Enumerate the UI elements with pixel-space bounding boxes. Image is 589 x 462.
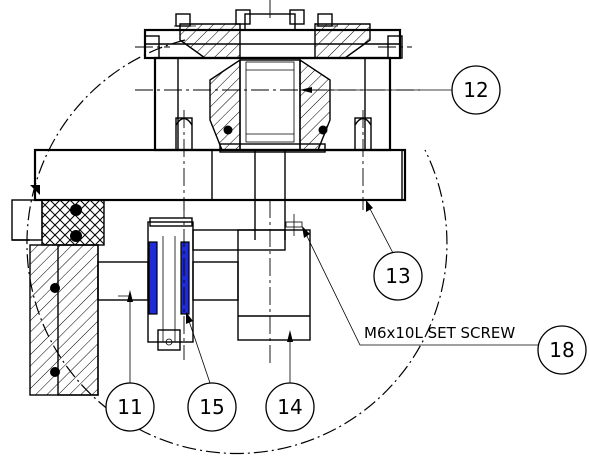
- svg-text:14: 14: [277, 395, 302, 419]
- leader-lines: [118, 87, 540, 384]
- svg-text:15: 15: [199, 395, 224, 419]
- detail-boundary-circle: [26, 39, 448, 454]
- callout-18: 18: [537, 325, 587, 375]
- linkage-assembly: [97, 200, 311, 365]
- callout-15: 15: [187, 382, 237, 432]
- callout-11: 11: [105, 382, 155, 432]
- svg-text:12: 12: [463, 78, 488, 102]
- top-assembly: [135, 0, 420, 210]
- callout-14: 14: [265, 382, 315, 432]
- bushing-left: [148, 241, 158, 315]
- svg-text:13: 13: [385, 264, 410, 288]
- callout-13: 13: [373, 251, 423, 301]
- mounting-plate: [30, 148, 407, 240]
- left-bracket: [11, 199, 105, 396]
- bushing-right: [180, 241, 190, 315]
- set-screw-note: M6x10L SET SCREW: [364, 324, 515, 342]
- svg-text:11: 11: [117, 395, 142, 419]
- svg-text:18: 18: [549, 338, 574, 362]
- callout-12: 12: [451, 65, 501, 115]
